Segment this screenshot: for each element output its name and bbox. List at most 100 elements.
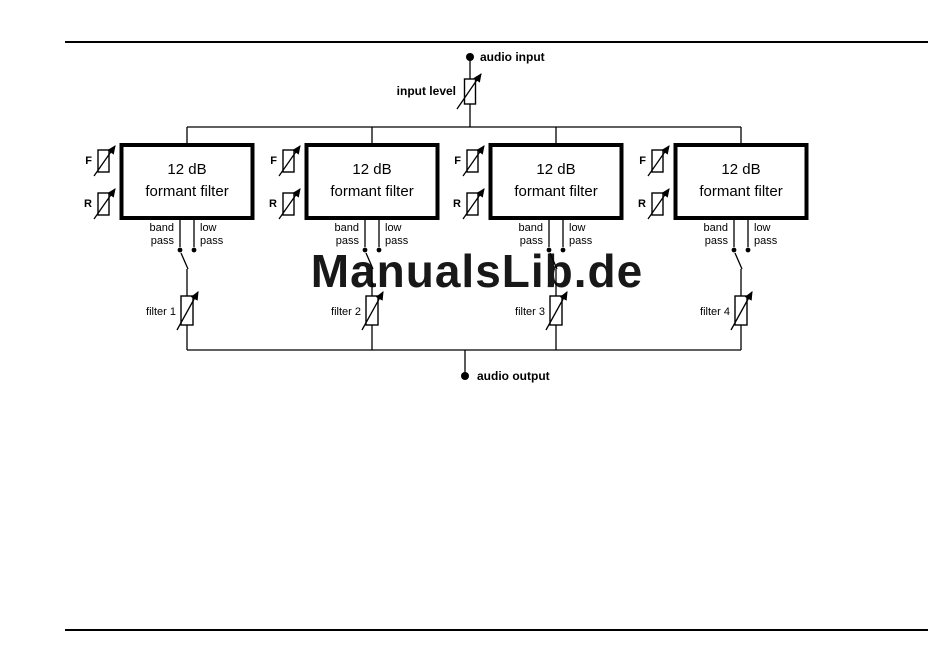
band-pass-contact: [731, 247, 737, 253]
band-pass-output: band pass: [335, 222, 368, 253]
low-pass-output: low pass: [191, 222, 224, 253]
band-pass-label-line2: pass: [151, 235, 175, 247]
band-pass-label-line1: band: [150, 222, 174, 234]
resonance-pot: R: [269, 188, 301, 220]
low-pass-contact: [376, 247, 382, 253]
pot-body: [97, 192, 110, 216]
formant-filter-title-line2: formant filter: [699, 183, 782, 200]
frequency-pot-label: F: [270, 155, 277, 167]
pot-arrow: [93, 145, 116, 177]
low-pass-label-line1: low: [385, 222, 402, 234]
band-pass-output: band pass: [150, 222, 183, 253]
formant-filter-title-line2: formant filter: [330, 183, 413, 200]
pot-arrow: [647, 188, 670, 220]
pot-arrow: [176, 291, 199, 331]
formant-filter-title-line1: 12 dB: [721, 161, 760, 178]
low-pass-output: low pass: [560, 222, 593, 253]
frequency-pot: F: [454, 145, 485, 177]
filter-level-label: filter 1: [146, 306, 176, 318]
pot-arrow: [278, 145, 301, 177]
audio-output-node: [461, 372, 469, 380]
formant-filter-title-line1: 12 dB: [352, 161, 391, 178]
wires: [364, 127, 380, 350]
low-pass-label-line1: low: [569, 222, 586, 234]
frequency-pot-label: F: [454, 155, 461, 167]
band-pass-contact: [177, 247, 183, 253]
filter-level-label: filter 4: [700, 306, 730, 318]
band-pass-label-line1: band: [704, 222, 728, 234]
pot-arrow: [456, 73, 482, 110]
input-level-label: input level: [397, 84, 456, 98]
formant-filter-title-line2: formant filter: [145, 183, 228, 200]
band-pass-output: band pass: [519, 222, 552, 253]
resonance-pot-label: R: [269, 198, 277, 210]
formant-filter-title-line2: formant filter: [514, 183, 597, 200]
frequency-pot-label: F: [85, 155, 92, 167]
pot-arrow: [462, 145, 485, 177]
pot-arrow: [93, 188, 116, 220]
low-pass-output: low pass: [376, 222, 409, 253]
frequency-pot: F: [639, 145, 670, 177]
band-pass-label-line2: pass: [336, 235, 360, 247]
pot-arrow: [730, 291, 753, 331]
resonance-pot-label: R: [638, 198, 646, 210]
frequency-pot: F: [85, 145, 116, 177]
band-pass-contact: [546, 247, 552, 253]
pot-body: [463, 78, 477, 105]
input-section: audio input input level: [187, 50, 741, 128]
pot-body: [466, 192, 479, 216]
band-pass-label-line2: pass: [520, 235, 544, 247]
band-pass-label-line1: band: [519, 222, 543, 234]
watermark: ManualsLib.de: [311, 245, 643, 297]
formant-filter-box: [119, 143, 255, 220]
pot-body: [651, 149, 664, 173]
pot-body: [282, 192, 295, 216]
low-pass-label-line1: low: [200, 222, 217, 234]
formant-filter-unit: 12 dB formant filter F R band pass low p…: [269, 127, 440, 350]
filter-level-pot: filter 2: [331, 291, 384, 331]
pot-body: [651, 192, 664, 216]
low-pass-contact: [745, 247, 751, 253]
resonance-pot: R: [453, 188, 485, 220]
formant-filter-title-line1: 12 dB: [167, 161, 206, 178]
low-pass-label-line1: low: [754, 222, 771, 234]
pot-arrow: [278, 188, 301, 220]
frequency-pot-label: F: [639, 155, 646, 167]
pot-arrow: [647, 145, 670, 177]
pot-arrow: [361, 291, 384, 331]
formant-filter-unit: 12 dB formant filter F R band pass low p…: [84, 127, 255, 350]
audio-output-label: audio output: [477, 369, 550, 383]
resonance-pot-label: R: [453, 198, 461, 210]
pot-arrow: [462, 188, 485, 220]
formant-filter-unit: 12 dB formant filter F R band pass low p…: [453, 127, 624, 350]
formant-filter-box: [673, 143, 809, 220]
band-pass-contact: [362, 247, 368, 253]
band-pass-label-line2: pass: [705, 235, 729, 247]
band-pass-label-line1: band: [335, 222, 359, 234]
audio-input-label: audio input: [480, 50, 545, 64]
pot-arrow: [545, 291, 568, 331]
formant-filter-box: [304, 143, 440, 220]
band-pass-output: band pass: [704, 222, 737, 253]
output-section: audio output: [187, 349, 741, 383]
low-pass-contact: [560, 247, 566, 253]
low-pass-contact: [191, 247, 197, 253]
pot-body: [282, 149, 295, 173]
filter-level-label: filter 3: [515, 306, 545, 318]
filter-level-pot: filter 3: [515, 291, 568, 331]
filter-level-pot: filter 4: [700, 291, 753, 331]
low-pass-label-line2: pass: [200, 235, 224, 247]
filter-level-label: filter 2: [331, 306, 361, 318]
resonance-pot-label: R: [84, 198, 92, 210]
frequency-pot: F: [270, 145, 301, 177]
pot-body: [466, 149, 479, 173]
formant-filter-title-line1: 12 dB: [536, 161, 575, 178]
resonance-pot: R: [638, 188, 670, 220]
formant-filter-unit: 12 dB formant filter F R band pass low p…: [638, 127, 809, 350]
pot-body: [97, 149, 110, 173]
filter-level-pot: filter 1: [146, 291, 199, 331]
resonance-pot: R: [84, 188, 116, 220]
input-level-pot: input level: [397, 73, 482, 110]
formant-filter-box: [488, 143, 624, 220]
